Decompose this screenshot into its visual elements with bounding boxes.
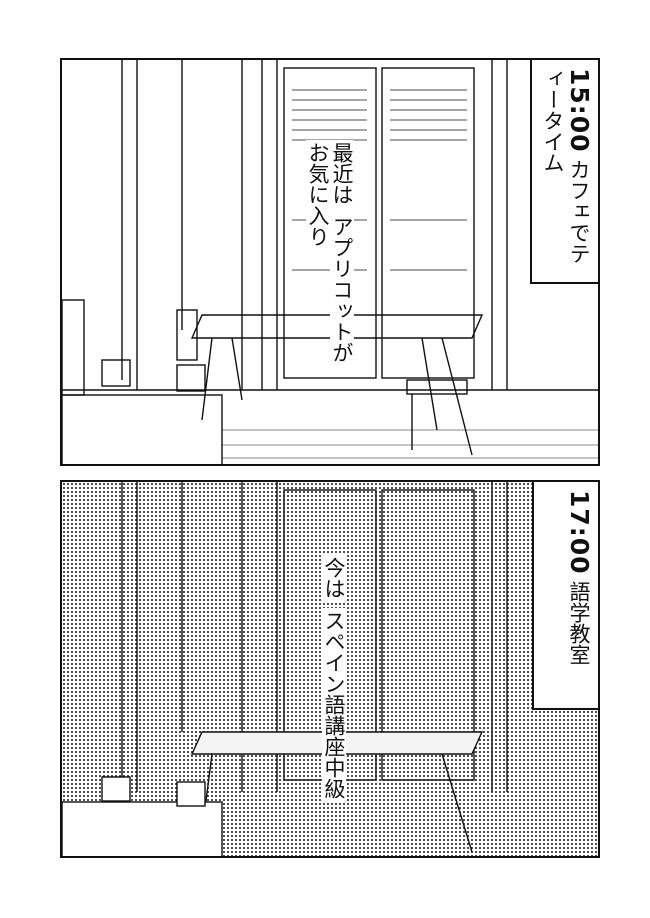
caption-time: 17:00 <box>565 490 594 575</box>
caption-box: 17:00 語学教室 <box>532 482 598 710</box>
caption-time: 15:00 <box>565 68 594 153</box>
speech-line: 今は <box>322 555 346 601</box>
caption-text: 語学教室 <box>567 581 591 666</box>
panel-cafe: 最近は アプリコットが お気に入り 15:00 カフェでティータイム <box>60 58 600 466</box>
cafe-interior-drawing <box>62 60 598 464</box>
speech-line: スペイン語講座中級 <box>322 607 346 801</box>
speech-line: お気に入り <box>306 140 330 249</box>
caption-box: 15:00 カフェでティータイム <box>530 60 598 284</box>
speech-text: 今は スペイン語講座中級 <box>322 555 346 801</box>
speech-line: 最近は <box>330 140 354 207</box>
caption-text: カフェでティータイム <box>541 68 591 265</box>
speech-line: アプリコットが <box>330 213 354 365</box>
panel-language-class: 今は スペイン語講座中級 17:00 語学教室 <box>60 480 600 858</box>
speech-text: 最近は アプリコットが お気に入り <box>306 140 354 464</box>
